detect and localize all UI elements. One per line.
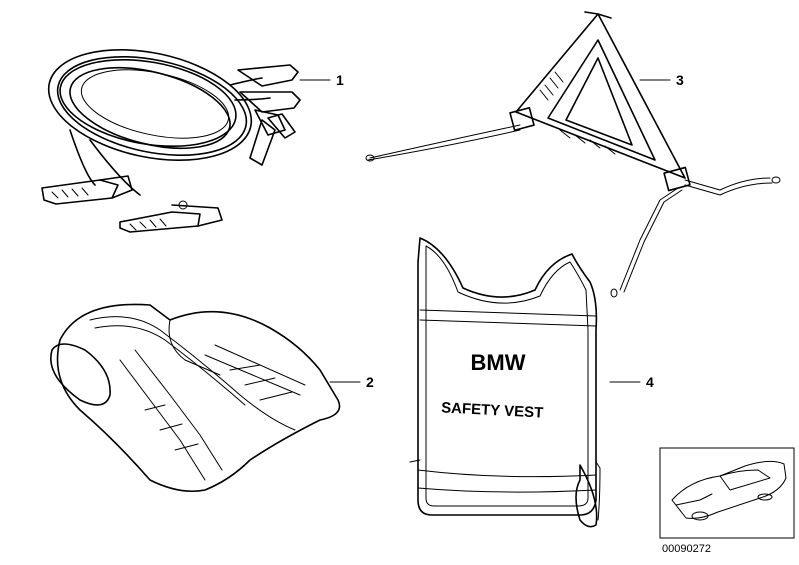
vest-label-text: SAFETY VEST <box>441 399 544 421</box>
reference-code: 00090272 <box>662 543 711 555</box>
safety-vest-illustration <box>409 237 601 528</box>
callout-2: 2 <box>366 374 374 390</box>
callout-1: 1 <box>336 72 344 88</box>
vehicle-thumbnail <box>659 447 795 539</box>
callout-3: 3 <box>676 72 684 88</box>
folded-vest-illustration <box>50 303 341 493</box>
jumper-cables-illustration <box>41 49 301 233</box>
warning-triangle-illustration <box>365 11 781 298</box>
callout-4: 4 <box>646 374 654 390</box>
vest-brand-text: BMW <box>471 350 526 375</box>
